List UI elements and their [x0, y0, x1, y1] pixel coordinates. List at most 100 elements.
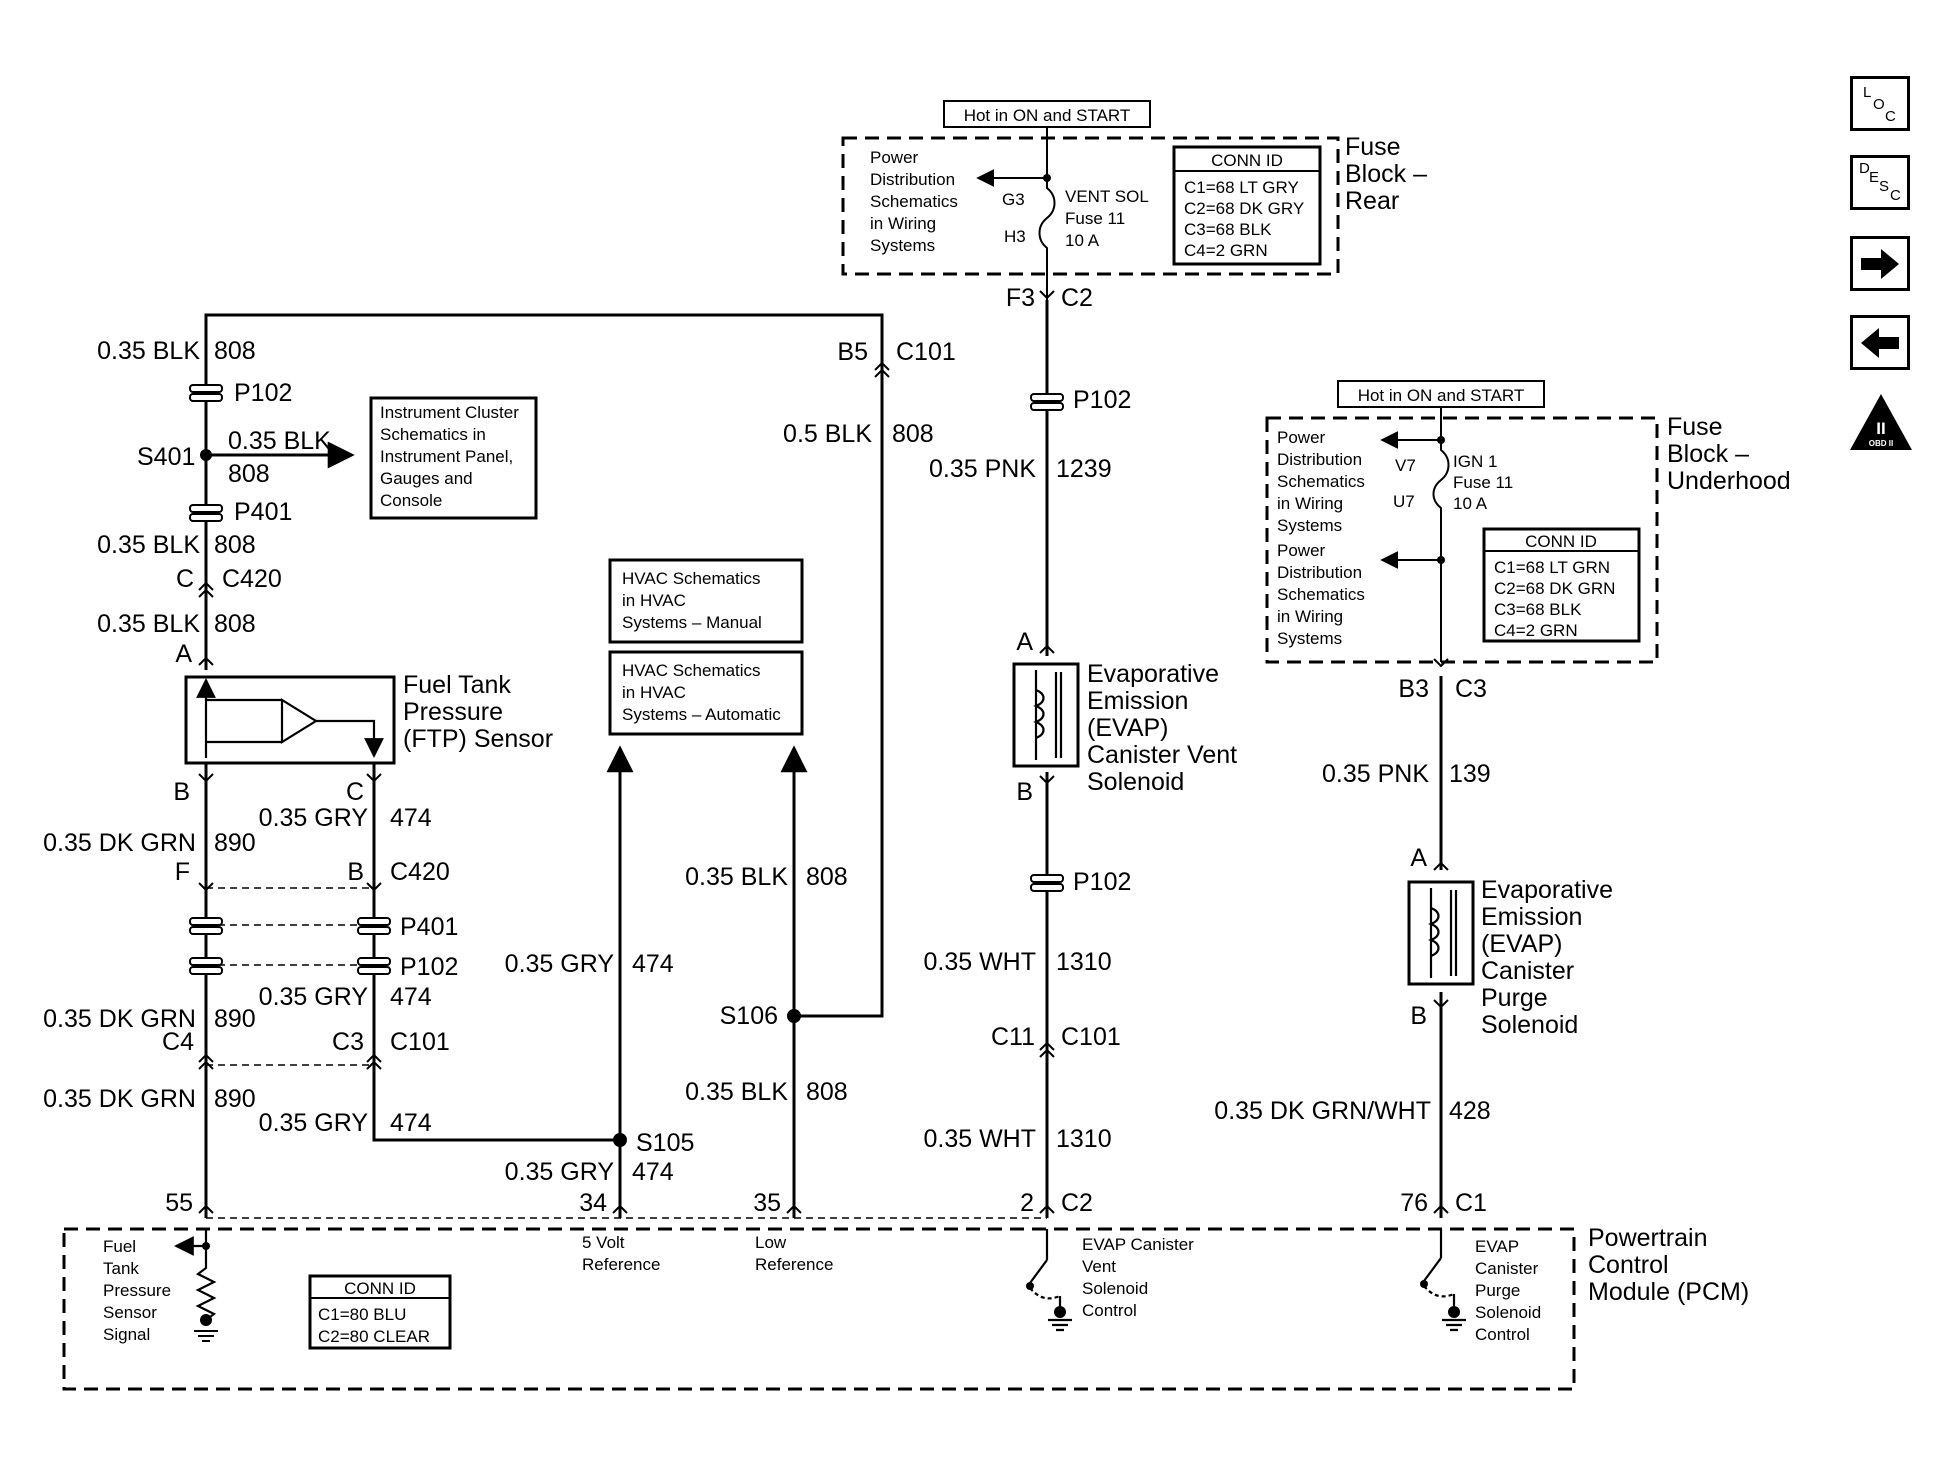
conn-c101-left: C101 [390, 1028, 450, 1056]
conn-c3-underhood: C3 [1455, 675, 1487, 703]
wire-label-808-c101-gauge: 0.5 BLK [783, 420, 872, 448]
svg-text:Systems – Manual: Systems – Manual [622, 613, 762, 632]
wire-label-890-3-gauge: 0.35 DK GRN [43, 1085, 196, 1113]
svg-text:Sensor: Sensor [103, 1303, 157, 1322]
svg-text:C2=68 DK GRY: C2=68 DK GRY [1184, 199, 1304, 218]
desc-button[interactable]: D E S C [1850, 155, 1910, 210]
pcm-conn-c1: C1 [1455, 1189, 1487, 1217]
svg-text:EVAP Canister: EVAP Canister [1082, 1235, 1194, 1254]
hvac-manual-ref-box[interactable] [608, 558, 804, 644]
svg-text:Schematics: Schematics [870, 192, 958, 211]
svg-text:Block –: Block – [1345, 160, 1427, 188]
svg-text:Systems: Systems [1277, 516, 1342, 535]
wire-label-474-2-gauge: 0.35 GRY [259, 983, 369, 1011]
conn-id-rear [1172, 145, 1322, 266]
wire-label-808-low-gauge: 0.35 BLK [97, 610, 200, 638]
splice-s106-label: S106 [720, 1002, 778, 1030]
svg-text:Solenoid: Solenoid [1481, 1011, 1578, 1039]
svg-text:in HVAC: in HVAC [622, 591, 686, 610]
conn-f3: F3 [1006, 284, 1035, 312]
obd-ii-text: OBD II [1869, 439, 1893, 448]
pin-c-ftp: C [346, 778, 364, 806]
svg-text:Control: Control [1588, 1251, 1669, 1279]
svg-text:in Wiring: in Wiring [1277, 494, 1343, 513]
pin-a-vent: A [1016, 628, 1033, 656]
conn-c11: C11 [991, 1023, 1035, 1051]
svg-text:5 Volt: 5 Volt [582, 1233, 625, 1252]
svg-text:Solenoid: Solenoid [1475, 1303, 1541, 1322]
conn-p102-vent-top: P102 [1073, 386, 1131, 414]
svg-text:Evaporative: Evaporative [1481, 876, 1613, 904]
loc-button[interactable]: L O C [1850, 76, 1910, 131]
svg-text:10 A: 10 A [1065, 231, 1100, 250]
wire-label-808-s106-down-circuit: 808 [806, 1078, 848, 1106]
purge-solenoid-box [1407, 880, 1475, 986]
hot-label-rear: Hot in ON and START [964, 106, 1131, 125]
conn-p401-right: P401 [400, 913, 458, 941]
obd-ii-badge[interactable]: II OBD II [1848, 392, 1914, 452]
pin-g3: G3 [1002, 190, 1025, 209]
conn-b3: B3 [1398, 675, 1429, 703]
pcm-name: Powertrain Control Module (PCM) [1588, 1224, 1749, 1306]
instrument-cluster-ref-box[interactable] [369, 396, 538, 520]
svg-text:CONN ID: CONN ID [1525, 532, 1597, 551]
next-page-button[interactable] [1850, 236, 1910, 291]
pcm-5v-reference-label: 5 Volt Reference [582, 1233, 660, 1274]
previous-page-button[interactable] [1850, 315, 1910, 370]
svg-text:Instrument Cluster: Instrument Cluster [380, 403, 519, 422]
pin-v7: V7 [1395, 456, 1416, 475]
svg-text:C3=68 BLK: C3=68 BLK [1494, 600, 1582, 619]
svg-text:Block –: Block – [1667, 440, 1749, 468]
wire-label-1310-1-gauge: 0.35 WHT [923, 948, 1036, 976]
fuse-block-rear [841, 136, 1340, 276]
svg-text:Gauges and: Gauges and [380, 469, 473, 488]
wire-label-890-3-circuit: 890 [214, 1085, 256, 1113]
conn-c3-left: C3 [332, 1028, 364, 1056]
svg-text:C2=80 CLEAR: C2=80 CLEAR [318, 1327, 430, 1346]
svg-text:VENT SOL: VENT SOL [1065, 187, 1149, 206]
wire-label-1310-2-circuit: 1310 [1056, 1125, 1112, 1153]
conn-p102-vent-bottom: P102 [1073, 868, 1131, 896]
wire-label-808-mid-circuit: 808 [214, 531, 256, 559]
purge-solenoid-coil [1428, 888, 1458, 978]
conn-id-pcm [308, 1274, 452, 1350]
vent-solenoid-box [1012, 662, 1080, 768]
power-distribution-ref-underhood-1: Power Distribution Schematics in Wiring … [1277, 428, 1365, 535]
svg-text:Power: Power [1277, 428, 1326, 447]
wire-label-474-s105-up-circuit: 474 [632, 950, 674, 978]
svg-text:Low: Low [755, 1233, 787, 1252]
svg-text:CONN ID: CONN ID [344, 1279, 416, 1298]
pin-a-purge: A [1410, 844, 1427, 872]
svg-text:in HVAC: in HVAC [622, 683, 686, 702]
conn-c4: C4 [162, 1028, 194, 1056]
wire-label-808-top-gauge: 0.35 BLK [97, 337, 200, 365]
pin-c-c420-top: C [176, 565, 194, 593]
purge-solenoid-label: Evaporative Emission (EVAP) Canister Pur… [1481, 876, 1613, 1039]
hvac-automatic-ref-box[interactable] [608, 650, 804, 736]
power-distribution-ref-underhood-2: Power Distribution Schematics in Wiring … [1277, 541, 1365, 648]
power-distribution-ref-rear: Power Distribution Schematics in Wiring … [870, 148, 958, 255]
svg-text:Systems: Systems [870, 236, 935, 255]
arrow-right-icon [1861, 249, 1899, 279]
svg-text:Fuse 11: Fuse 11 [1453, 473, 1513, 492]
svg-text:(FTP) Sensor: (FTP) Sensor [403, 725, 553, 753]
fuse-block-underhood-name: Fuse Block – Underhood [1667, 413, 1791, 495]
conn-p102-left: P102 [234, 379, 292, 407]
svg-text:Fuel: Fuel [103, 1237, 136, 1256]
conn-c101-top: C101 [896, 338, 956, 366]
pcm-vent-control-label: EVAP Canister Vent Solenoid Control [1082, 1235, 1194, 1320]
pcm-conn-c2: C2 [1061, 1189, 1093, 1217]
svg-text:Vent: Vent [1082, 1257, 1116, 1276]
svg-text:Fuse: Fuse [1667, 413, 1723, 441]
ign1-fuse-symbol [1432, 418, 1450, 662]
svg-text:Pressure: Pressure [103, 1281, 171, 1300]
wire-label-428-circuit: 428 [1449, 1097, 1491, 1125]
conn-c420-bottom: C420 [390, 858, 450, 886]
svg-text:Solenoid: Solenoid [1087, 768, 1184, 796]
svg-text:Purge: Purge [1481, 984, 1548, 1012]
conn-c420-top: C420 [222, 565, 282, 593]
wire-label-890-1-circuit: 890 [214, 829, 256, 857]
hvac-automatic-ref-text: HVAC Schematics in HVAC Systems – Automa… [622, 661, 781, 724]
wire-label-890-2-circuit: 890 [214, 1005, 256, 1033]
